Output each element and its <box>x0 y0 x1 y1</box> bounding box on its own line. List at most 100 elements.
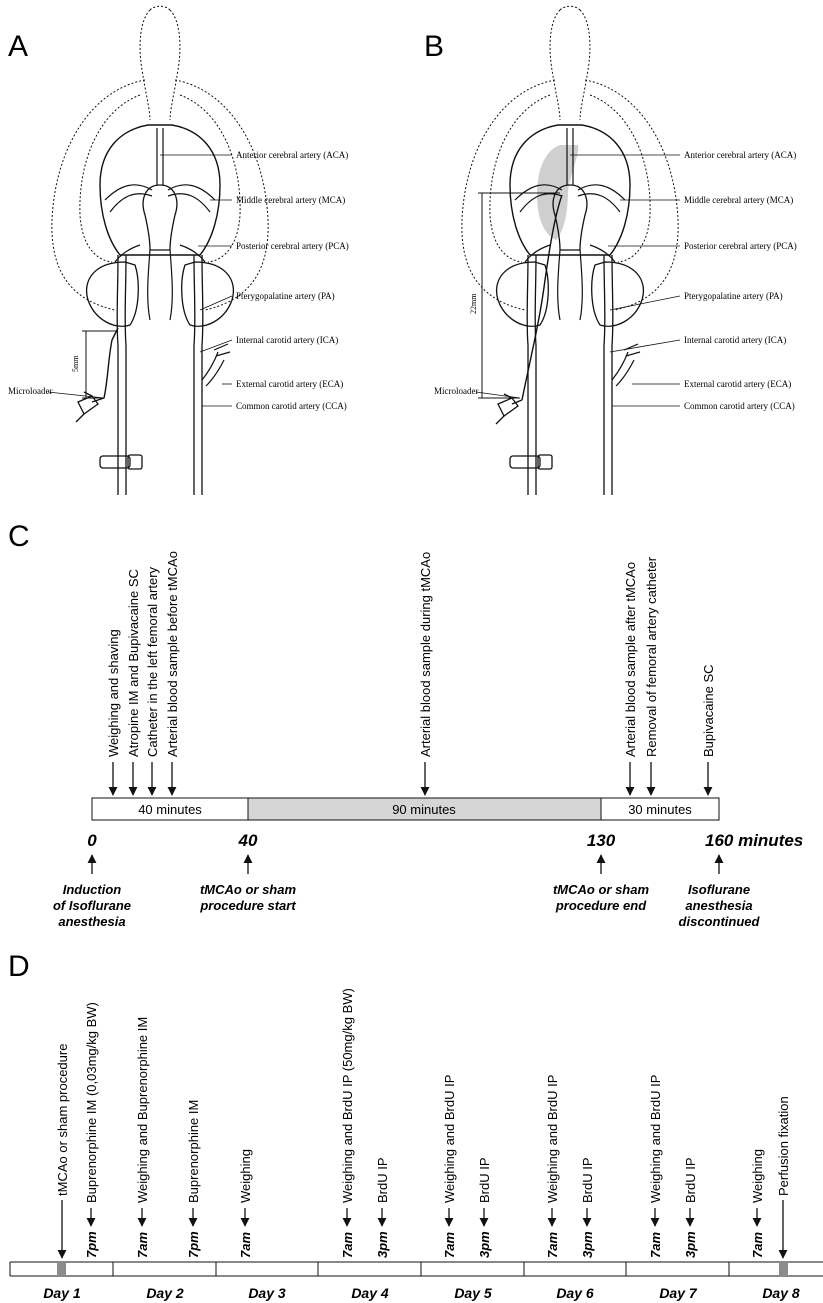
segment-3-label: 30 minutes <box>628 802 692 817</box>
panel-d-long-arrows <box>62 1200 783 1258</box>
event-11: Weighing and BrdU IP <box>648 1075 663 1203</box>
panel-a-microloader-label: Microloader <box>8 386 52 396</box>
time-12: 3pm <box>683 1231 698 1258</box>
panel-a-leaders <box>160 155 232 406</box>
panel-c-event-labels: Weighing and shaving Atropine IM and Bup… <box>106 551 716 757</box>
panel-a-labels: Anterior cerebral artery (ACA) Middle ce… <box>236 150 349 411</box>
event-12: BrdU IP <box>683 1157 698 1203</box>
day-1-label: Day 1 <box>43 1285 81 1301</box>
panel-d-times: 7pm 7am 7pm 7am 7am 3pm 7am 3pm 7am 3pm … <box>84 1231 765 1258</box>
pa-label: Pterygopalatine artery (PA) <box>236 291 335 301</box>
milestone-0-line-1: of Isoflurane <box>53 898 131 913</box>
event-6: BrdU IP <box>375 1157 390 1203</box>
event-sample-after: Arterial blood sample after tMCAo <box>623 562 638 757</box>
tick-0: 0 <box>87 831 97 850</box>
segment-2-label: 90 minutes <box>392 802 456 817</box>
aca-label: Anterior cerebral artery (ACA) <box>684 150 796 160</box>
day8-perfusion-marker <box>779 1262 788 1276</box>
panel-b-depth-label: 22mm <box>469 293 478 314</box>
time-7: 7am <box>442 1232 457 1258</box>
event-atropine: Atropine IM and Bupivacaine SC <box>126 569 141 757</box>
milestone-3-line-2: discontinued <box>679 914 761 929</box>
panel-c-milestones: Induction of Isoflurane anesthesia tMCAo… <box>53 882 761 929</box>
ica-label: Internal carotid artery (ICA) <box>236 335 338 345</box>
segment-1-label: 40 minutes <box>138 802 202 817</box>
panel-b-brain-drawing <box>462 6 678 495</box>
pca-label: Posterior cerebral artery (PCA) <box>684 241 797 251</box>
panel-a-depth-bracket: 5mm <box>71 331 118 398</box>
event-10: BrdU IP <box>580 1157 595 1203</box>
panel-d: D Day 1 Day 2 Day 3 Day 4 Day 5 Day 6 Da… <box>8 950 823 1301</box>
day-labels: Day 1 Day 2 Day 3 Day 4 Day 5 Day 6 Day … <box>43 1285 800 1301</box>
time-6: 3pm <box>375 1231 390 1258</box>
event-1: Buprenorphine IM (0,03mg/kg BW) <box>84 1002 99 1203</box>
event-catheter-removal: Removal of femoral artery catheter <box>644 556 659 757</box>
panel-c-event-arrows <box>113 762 708 795</box>
panel-a-microloader <box>76 328 118 422</box>
tick-130: 130 <box>587 831 616 850</box>
ica-label: Internal carotid artery (ICA) <box>684 335 786 345</box>
day-dividers <box>10 1262 729 1276</box>
time-11: 7am <box>648 1232 663 1258</box>
event-7: Weighing and BrdU IP <box>442 1075 457 1203</box>
event-weighing-shaving: Weighing and shaving <box>106 629 121 757</box>
panel-c: C 40 minutes 90 minutes 30 minutes Weigh… <box>8 520 803 929</box>
event-5: Weighing and BrdU IP (50mg/kg BW) <box>340 988 355 1203</box>
tick-40: 40 <box>238 831 258 850</box>
panel-a: A 5mm Microloader Anterior cerebr <box>8 6 349 495</box>
pca-label: Posterior cerebral artery (PCA) <box>236 241 349 251</box>
panel-a-depth-label: 5mm <box>71 355 80 372</box>
event-catheter: Catheter in the left femoral artery <box>145 566 160 757</box>
time-2: 7am <box>135 1232 150 1258</box>
eca-label: External carotid artery (ECA) <box>236 379 343 389</box>
milestone-0-line-0: Induction <box>63 882 122 897</box>
aca-label: Anterior cerebral artery (ACA) <box>236 150 348 160</box>
milestone-3-line-1: anesthesia <box>685 898 752 913</box>
tick-160: 160 minutes <box>705 831 803 850</box>
panel-b: B 22mm Microloader Anterior <box>424 6 797 495</box>
day-5-label: Day 5 <box>454 1285 492 1301</box>
cca-label: Common carotid artery (CCA) <box>684 401 795 411</box>
milestone-1-line-1: procedure start <box>199 898 296 913</box>
mca-label: Middle cerebral artery (MCA) <box>684 195 793 205</box>
panel-b-letter: B <box>424 30 444 63</box>
panel-b-labels: Anterior cerebral artery (ACA) Middle ce… <box>684 150 797 411</box>
day-2-label: Day 2 <box>146 1285 184 1301</box>
event-procedure: tMCAo or sham procedure <box>55 1044 70 1196</box>
milestone-2-line-1: procedure end <box>555 898 647 913</box>
panel-c-letter: C <box>8 520 30 553</box>
time-1: 7pm <box>84 1231 99 1258</box>
event-3: Buprenorphine IM <box>186 1100 201 1203</box>
milestone-0-line-2: anesthesia <box>58 914 125 929</box>
event-8: BrdU IP <box>477 1157 492 1203</box>
event-sample-before: Arterial blood sample before tMCAo <box>165 551 180 757</box>
mca-label: Middle cerebral artery (MCA) <box>236 195 345 205</box>
time-4: 7am <box>238 1232 253 1258</box>
day1-procedure-marker <box>57 1262 66 1276</box>
event-2: Weighing and Buprenorphine IM <box>135 1017 150 1203</box>
pa-label: Pterygopalatine artery (PA) <box>684 291 783 301</box>
milestone-3-line-0: Isoflurane <box>688 882 750 897</box>
panel-b-microloader-label: Microloader <box>434 386 478 396</box>
time-9: 7am <box>545 1232 560 1258</box>
event-sample-during: Arterial blood sample during tMCAo <box>418 552 433 757</box>
milestone-2-line-0: tMCAo or sham <box>553 882 650 897</box>
day-8-label: Day 8 <box>762 1285 800 1301</box>
day-6-label: Day 6 <box>556 1285 594 1301</box>
time-3: 7pm <box>186 1231 201 1258</box>
event-9: Weighing and BrdU IP <box>545 1075 560 1203</box>
event-bupivacaine: Bupivacaine SC <box>701 665 716 758</box>
event-perfusion: Perfusion fixation <box>776 1096 791 1196</box>
day-7-label: Day 7 <box>659 1285 698 1301</box>
day-3-label: Day 3 <box>248 1285 286 1301</box>
panel-c-milestone-arrows <box>92 855 719 874</box>
panel-d-event-labels: tMCAo or sham procedure Buprenorphine IM… <box>55 988 791 1203</box>
event-13: Weighing <box>750 1149 765 1203</box>
time-13: 7am <box>750 1232 765 1258</box>
time-8: 3pm <box>477 1231 492 1258</box>
eca-label: External carotid artery (ECA) <box>684 379 791 389</box>
panel-d-short-arrows <box>91 1208 757 1226</box>
panel-d-letter: D <box>8 950 30 983</box>
panel-a-letter: A <box>8 30 28 63</box>
